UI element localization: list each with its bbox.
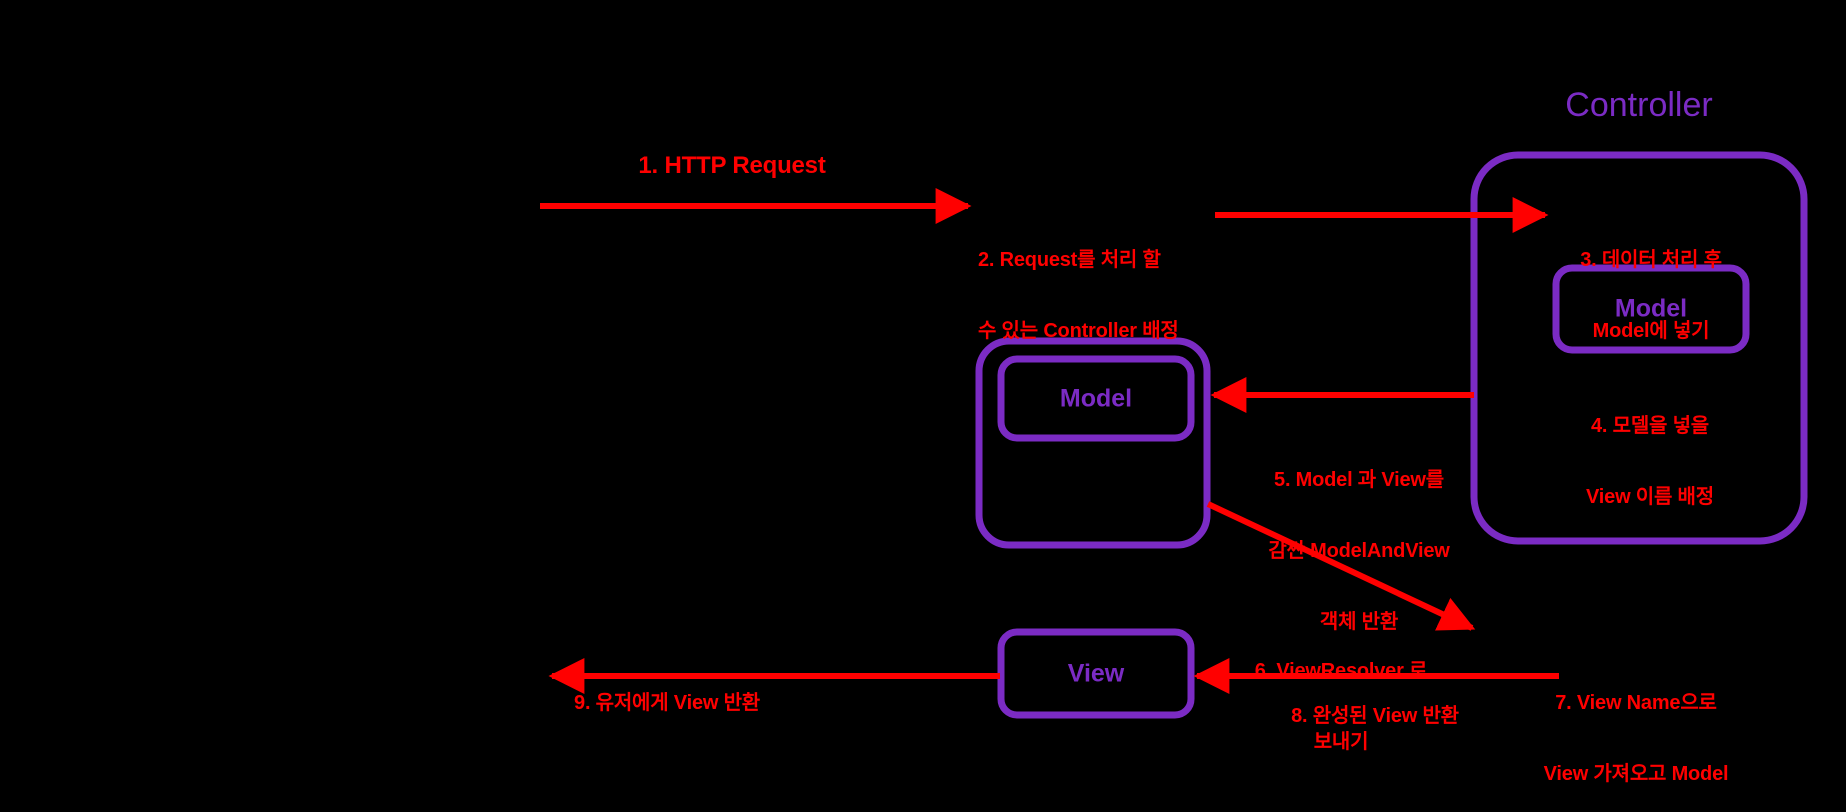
controller-box (1470, 151, 1808, 545)
step-4-line-2: View 이름 배정 (1586, 485, 1714, 508)
controller-model-box-label: Model (1614, 294, 1688, 323)
step-6-line-2: 보내기 (1313, 730, 1369, 753)
modelandview-box (975, 337, 1211, 549)
view-box (997, 628, 1195, 719)
step-5-line-1: 5. Model 과 View를 (1274, 469, 1444, 492)
step-2-line-2: 수 있는 Controller 배정 (978, 319, 1179, 342)
step-3-label: 3. 데이터 처리 후 Model에 넣기 (1580, 202, 1722, 391)
step-7-line-1: 7. View Name으로 (1555, 692, 1717, 715)
step-3-line-1: 3. 데이터 처리 후 (1580, 249, 1722, 272)
step-8-label: 8. 완성된 View 반환 (1291, 705, 1459, 727)
step-5-line-3: 객체 반환 (1319, 610, 1399, 633)
controller-group-title: Controller (1565, 86, 1713, 124)
step-2-label: 2. Request를 처리 할 수 있는 Controller 배정 (978, 202, 1179, 391)
view-box-label: View (1067, 659, 1125, 688)
modelandview-model-box-label: Model (1059, 384, 1133, 413)
step-2-line-1: 2. Request를 처리 할 (978, 249, 1161, 272)
step-9-label: 9. 유저에게 View 반환 (574, 692, 760, 714)
step-7-label: 7. View Name으로 View 가져오고 Model 데이터를 View… (1544, 645, 1729, 812)
step-4-line-1: 4. 모델을 넣을 (1591, 415, 1709, 438)
modelandview-model-box (997, 355, 1195, 442)
step-4-label: 4. 모델을 넣을 View 이름 배정 (1586, 368, 1714, 557)
arrow-step-6 (1206, 501, 1476, 631)
step-1-label: 1. HTTP Request (638, 152, 826, 179)
step-3-line-2: Model에 넣기 (1592, 319, 1710, 342)
step-6-line-1: 6. ViewResolver 로 (1254, 660, 1428, 683)
step-5-label: 5. Model 과 View를 감싼 ModelAndView 객체 반환 (1268, 422, 1449, 682)
step-5-line-2: 감싼 ModelAndView (1268, 539, 1450, 562)
step-6-label: 6. ViewResolver 로 보내기 (1255, 613, 1428, 802)
controller-model-box (1552, 264, 1750, 354)
step-7-line-2: View 가져오고 Model (1543, 762, 1729, 785)
